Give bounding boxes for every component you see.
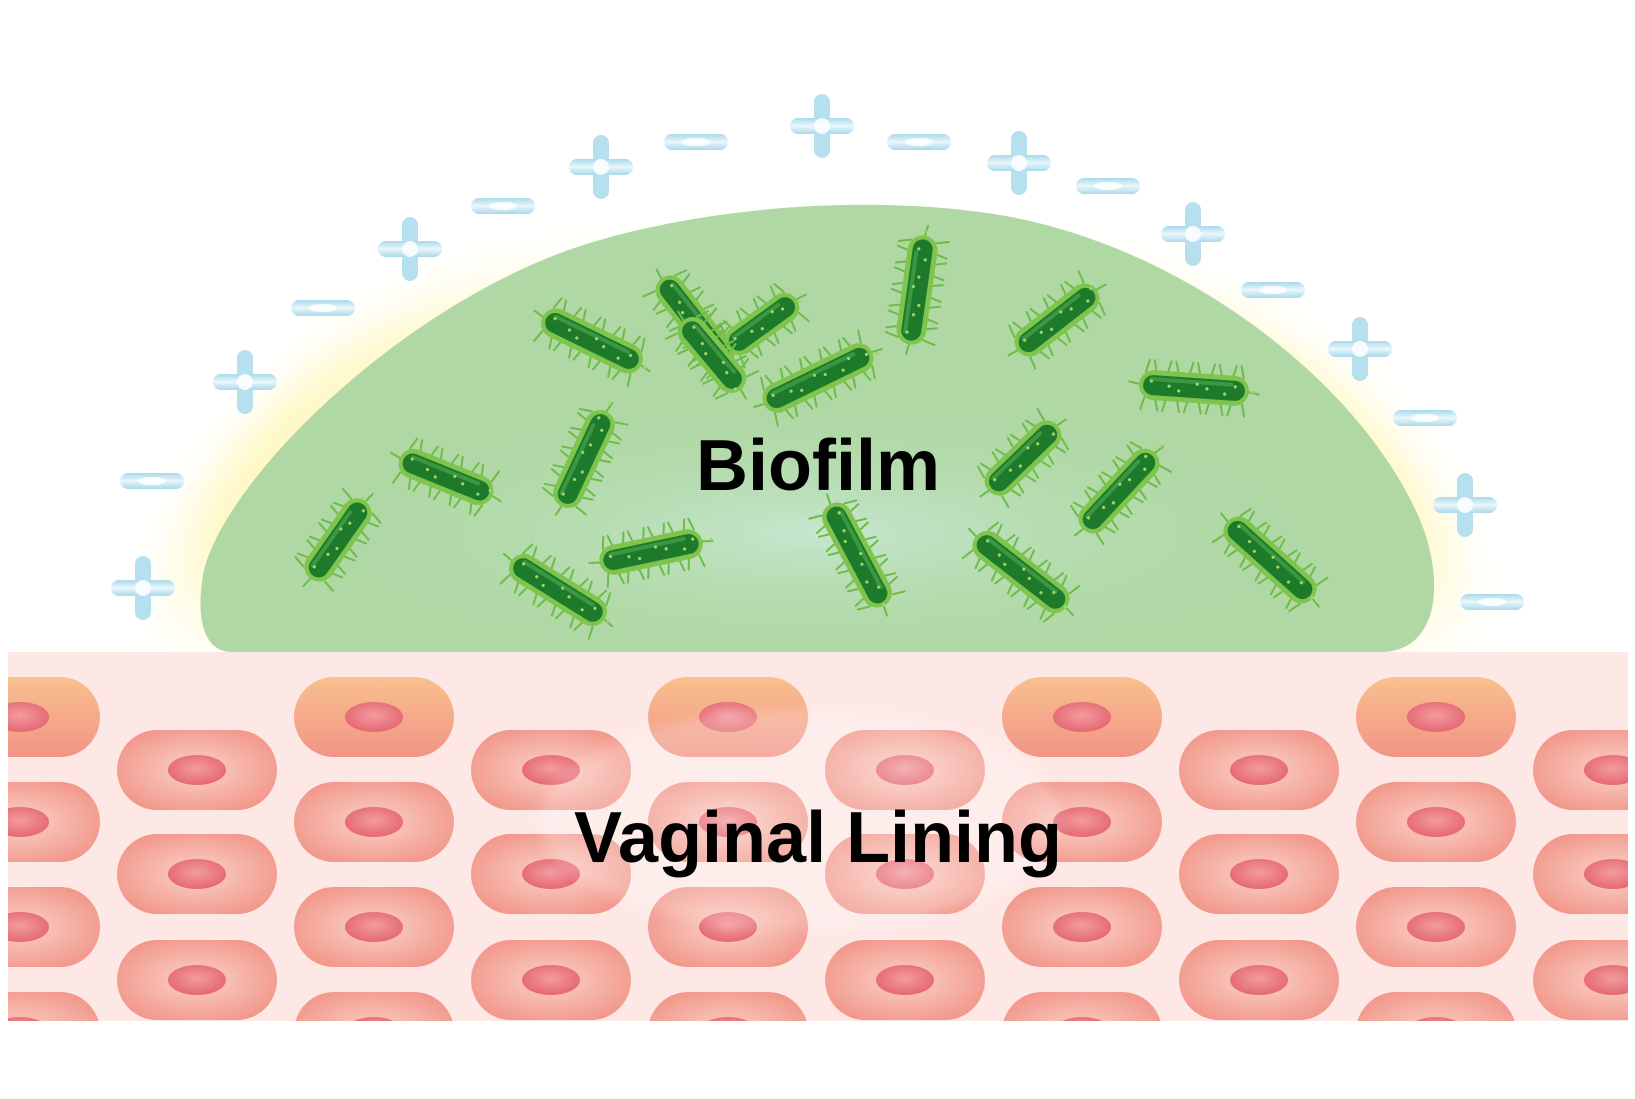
tissue-light-wash [540,710,1060,930]
epithelial-cell [1179,940,1339,1020]
positive-charge [987,131,1051,195]
positive-charge [569,135,633,199]
cell-nucleus [1407,912,1465,942]
cell-nucleus [1230,755,1288,785]
cell-nucleus [1053,807,1111,837]
bacterium [588,517,714,588]
bacterium [1070,441,1173,546]
bacterium [294,488,382,592]
cell-nucleus [1062,1017,1102,1021]
bacteria-group [294,224,1329,640]
epithelial-cell [825,940,985,1020]
bacterium [976,408,1070,508]
negative-charge [291,300,355,316]
positive-charge [378,217,442,281]
epithelial-cell [8,677,100,757]
cell-nucleus [8,702,49,732]
cell-nucleus [1584,755,1628,785]
cell-nucleus [8,912,49,942]
negative-charge [471,198,535,214]
positive-charge [1161,202,1225,266]
surface-charges [111,94,1524,620]
positive-charge [1328,317,1392,381]
cell-nucleus [354,1017,394,1021]
bacterium [541,401,629,516]
epithelial-cell [1533,834,1628,914]
cell-nucleus [168,965,226,995]
positive-charge [213,350,277,414]
bacterium [1128,358,1260,418]
cell-nucleus [522,965,580,995]
epithelial-cell [1356,887,1516,967]
bacterium [753,329,883,427]
cell-nucleus [168,859,226,889]
cell-nucleus [708,1017,748,1021]
negative-charge [120,473,184,489]
cell-nucleus [345,912,403,942]
epithelial-cell [1533,730,1628,810]
epithelial-cell [294,887,454,967]
cell-nucleus [876,965,934,995]
lining-label: Vaginal Lining [574,798,1062,878]
cell-nucleus [1416,1017,1456,1021]
epithelial-cell [1533,940,1628,1020]
epithelial-cell [8,782,100,862]
epithelial-cell [1179,834,1339,914]
epithelial-cell [1356,782,1516,862]
cell-nucleus [168,755,226,785]
epithelial-cell [649,992,807,1021]
cell-nucleus [1230,859,1288,889]
epithelial-cell [294,782,454,862]
positive-charge [1433,473,1497,537]
vaginal-lining [8,652,1628,1021]
cell-nucleus [1053,702,1111,732]
cell-nucleus [8,807,49,837]
cell-nucleus [1584,859,1628,889]
bacterium [390,437,502,517]
negative-charge [1241,282,1305,298]
bacterium [884,224,950,356]
cell-nucleus [8,1017,40,1021]
negative-charge [664,134,728,150]
cell-nucleus [1407,702,1465,732]
bacterium [1007,270,1107,370]
negative-charge [1460,594,1524,610]
positive-charge [111,556,175,620]
cell-nucleus [1407,807,1465,837]
epithelial-cell [294,677,454,757]
epithelial-cell [471,940,631,1020]
epithelial-cell [117,730,277,810]
cell-nucleus [1584,965,1628,995]
negative-charge [887,134,951,150]
cell-nucleus [345,702,403,732]
epithelial-cell [1002,677,1162,757]
epithelial-cell [8,887,100,967]
negative-charge [1393,410,1457,426]
cell-nucleus [1053,912,1111,942]
epithelial-cell [117,940,277,1020]
epithelial-cell [1003,992,1161,1021]
epithelial-cell [8,992,99,1021]
epithelial-cell [117,834,277,914]
epithelial-cell [1179,730,1339,810]
epithelial-cell [1002,887,1162,967]
epithelial-cell [1357,992,1515,1021]
negative-charge [1076,178,1140,194]
biofilm-label: Biofilm [696,426,940,506]
bacterium [808,493,906,617]
bacterium [961,521,1081,623]
bacterium [664,310,760,400]
bacterium [499,543,614,640]
cell-nucleus [345,807,403,837]
positive-charge [790,94,854,158]
bacterium [1211,507,1329,613]
epithelial-cell [295,992,453,1021]
bacterium [533,297,651,388]
epithelial-cell [1356,677,1516,757]
cell-nucleus [1230,965,1288,995]
